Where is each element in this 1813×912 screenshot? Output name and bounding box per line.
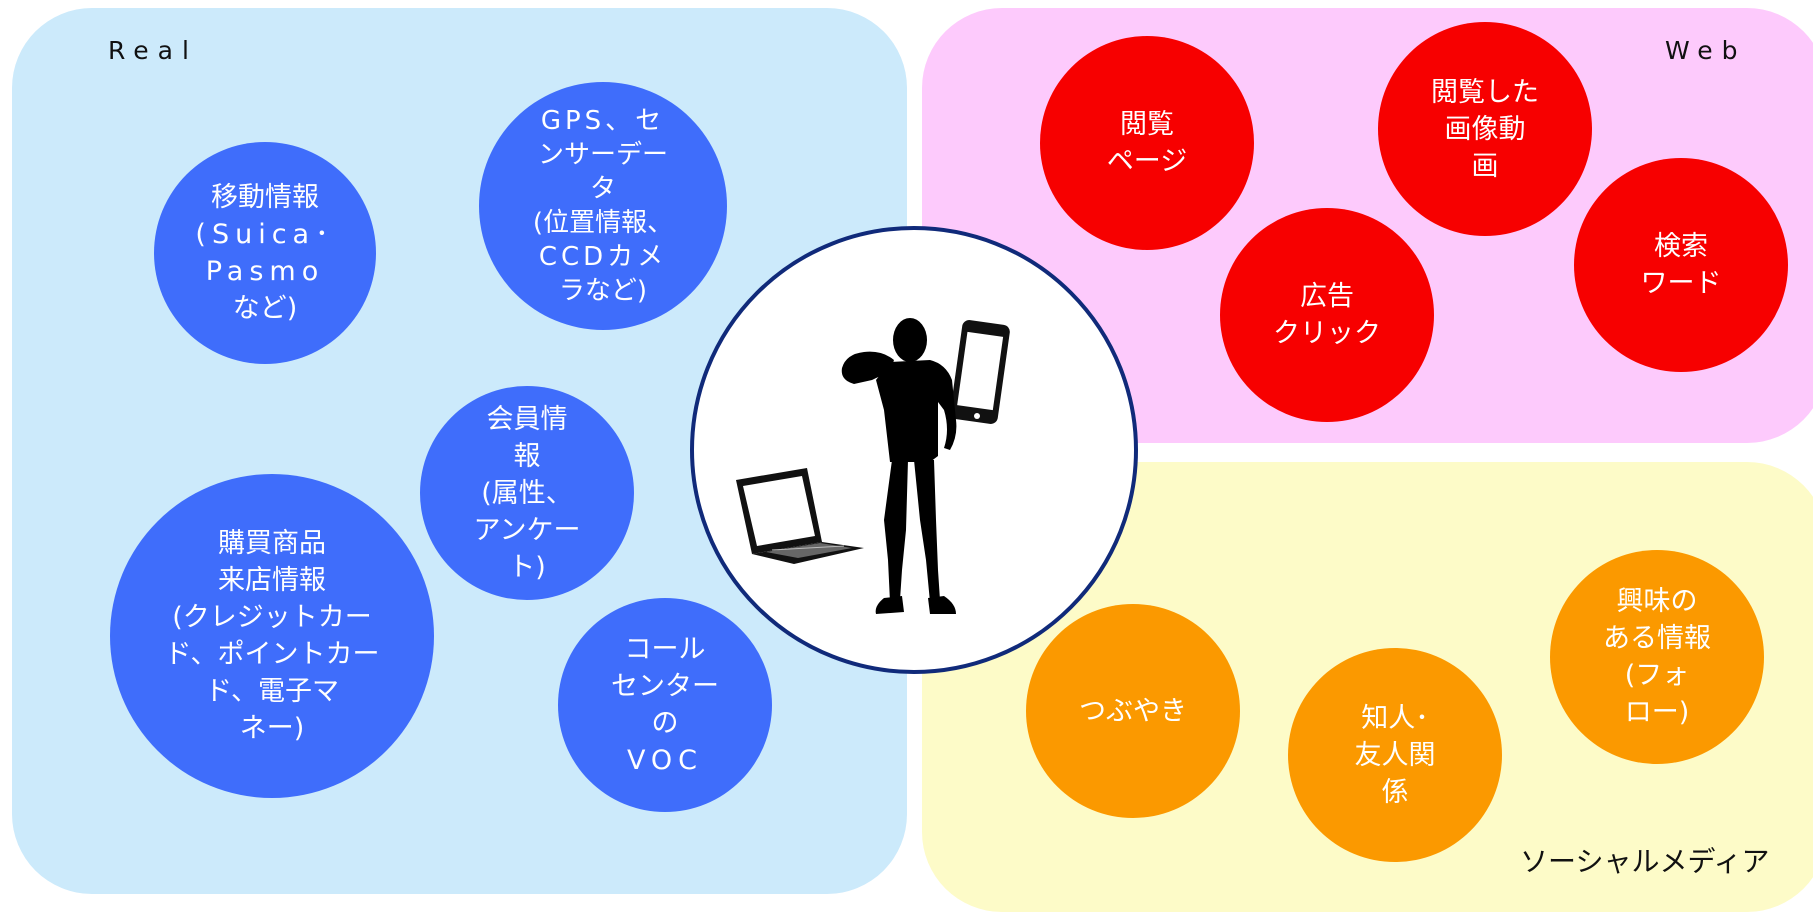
person-silhouette-icon xyxy=(841,318,957,614)
real-bubble-text: 会員情 報 (属性、 アンケー ト) xyxy=(474,401,581,586)
social-bubble-text: 知人･ 友人関 係 xyxy=(1355,700,1436,811)
text-line: (属性、 xyxy=(481,477,573,509)
laptop-icon xyxy=(736,468,864,564)
text-line: 購買商品 xyxy=(217,528,326,559)
text-line: ラなど) xyxy=(558,276,648,306)
text-line: など) xyxy=(232,293,298,324)
web-bubble-ad-clicks: 広告 クリック xyxy=(1220,208,1434,422)
real-bubble-text: コール センター の VOC xyxy=(611,631,719,779)
social-bubble-text: つぶやき xyxy=(1079,693,1187,730)
real-bubble-text: GPS、セ ンサーデー タ (位置情報、 CCDカメ ラなど) xyxy=(533,104,673,308)
text-line: ロー) xyxy=(1624,697,1690,728)
text-line: (クレジットカー xyxy=(172,602,372,633)
text-line: 画像動 xyxy=(1444,113,1526,145)
text-line: CCDカメ xyxy=(538,242,668,272)
text-line: 広告 xyxy=(1300,281,1354,312)
text-line: クリック xyxy=(1273,318,1381,349)
text-line: 閲覧 xyxy=(1120,109,1174,140)
text-line: GPS、セ xyxy=(540,106,666,136)
text-line: (位置情報、 xyxy=(532,208,674,238)
text-line: 係 xyxy=(1381,776,1409,808)
web-bubble-search-words: 検索 ワード xyxy=(1574,158,1788,372)
web-bubble-viewed-pages: 閲覧 ページ xyxy=(1040,36,1254,250)
text-line: の xyxy=(651,708,679,739)
smartphone-icon xyxy=(950,320,1010,424)
text-line: ト) xyxy=(508,551,546,583)
web-bubble-text: 閲覧した 画像動 画 xyxy=(1431,74,1539,185)
text-line: センター xyxy=(611,671,719,702)
text-line: ある情報 xyxy=(1603,623,1711,654)
text-line: アンケー xyxy=(473,514,581,546)
text-line: ページ xyxy=(1106,146,1188,177)
text-line: 閲覧した xyxy=(1431,76,1539,108)
real-bubble-purchase-info: 購買商品 来店情報 (クレジットカー ド、ポイントカー ド、電子マ ネー) xyxy=(110,474,434,798)
text-line: 報 xyxy=(513,440,541,472)
text-line: 友人関 xyxy=(1354,739,1436,771)
real-bubble-text: 購買商品 来店情報 (クレジットカー ド、ポイントカー ド、電子マ ネー) xyxy=(165,525,380,747)
text-line: (フォ xyxy=(1624,660,1690,691)
text-line: コール xyxy=(624,634,706,665)
web-bubble-text: 広告 クリック xyxy=(1273,278,1381,352)
social-bubble-acquaintances: 知人･ 友人関 係 xyxy=(1288,648,1502,862)
text-line: ド、ポイントカー xyxy=(164,639,380,670)
social-zone-label: ソーシャルメディア xyxy=(1520,845,1770,878)
social-bubble-interests: 興味の ある情報 (フォ ロー) xyxy=(1550,550,1764,764)
text-line: 会員情 xyxy=(486,403,568,435)
real-zone-label: Real xyxy=(108,36,198,65)
text-line: 画 xyxy=(1471,150,1499,182)
social-bubble-text: 興味の ある情報 (フォ ロー) xyxy=(1603,583,1711,731)
web-zone-label: Web xyxy=(1665,36,1747,65)
text-line: タ xyxy=(589,174,616,204)
web-bubble-viewed-media: 閲覧した 画像動 画 xyxy=(1378,22,1592,236)
text-line: 検索 xyxy=(1654,231,1708,262)
real-bubble-call-center-voc: コール センター の VOC xyxy=(558,598,772,812)
real-bubble-text: 移動情報 (Suica･ Pasmo など) xyxy=(195,179,334,327)
text-line: 移動情報 xyxy=(211,182,319,213)
text-line: ネー) xyxy=(239,713,305,744)
text-line: 知人･ xyxy=(1361,702,1429,734)
text-line: VOC xyxy=(626,745,704,776)
real-bubble-gps-sensor: GPS、セ ンサーデー タ (位置情報、 CCDカメ ラなど) xyxy=(479,82,727,330)
text-line: つぶやき xyxy=(1079,695,1187,727)
social-bubble-tweets: つぶやき xyxy=(1026,604,1240,818)
text-line: ワード xyxy=(1640,268,1722,299)
text-line: ンサーデー xyxy=(537,140,668,170)
real-bubble-member-info: 会員情 報 (属性、 アンケー ト) xyxy=(420,386,634,600)
web-bubble-text: 閲覧 ページ xyxy=(1107,106,1187,180)
text-line: (Suica･ xyxy=(195,219,335,250)
center-user-circle xyxy=(690,226,1138,674)
text-line: 来店情報 xyxy=(217,565,326,596)
text-line: Pasmo xyxy=(205,256,325,287)
web-bubble-text: 検索 ワード xyxy=(1641,228,1722,302)
text-line: 興味の xyxy=(1616,586,1698,617)
center-illustration xyxy=(736,318,1010,614)
real-bubble-movement-info: 移動情報 (Suica･ Pasmo など) xyxy=(154,142,376,364)
text-line: ド、電子マ xyxy=(205,676,339,707)
